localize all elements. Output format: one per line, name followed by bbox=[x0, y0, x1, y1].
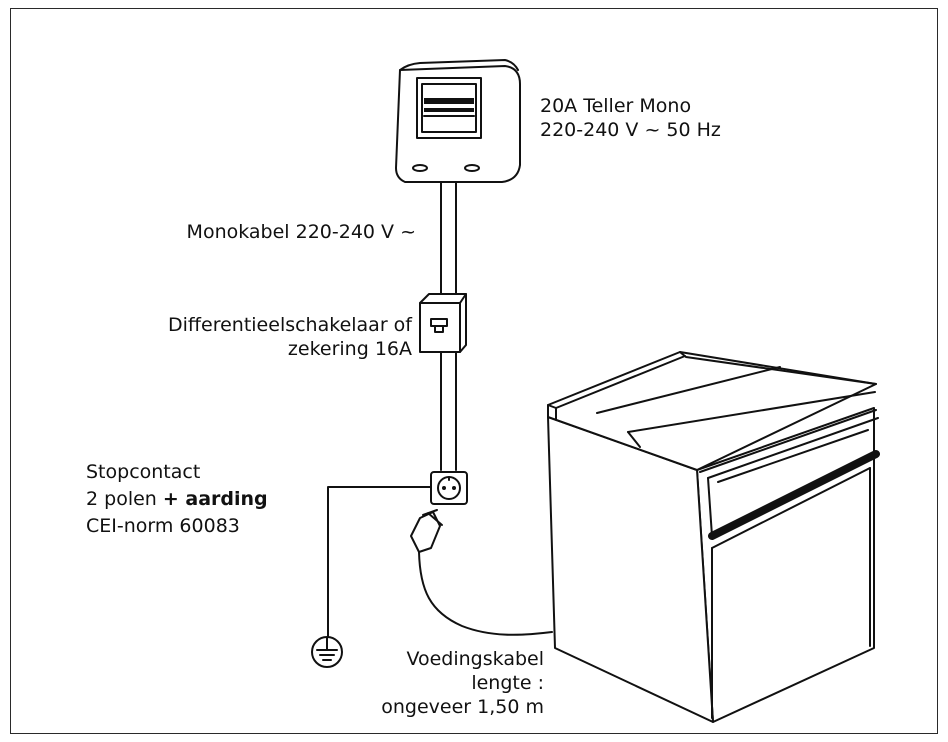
electricity-meter bbox=[395, 59, 521, 183]
cable-label-line1: Voedingskabel bbox=[406, 648, 544, 670]
breaker-label-line2: zekering 16A bbox=[287, 338, 412, 360]
socket-label-line2: 2 polen + aarding bbox=[86, 486, 268, 513]
socket-label-poles: 2 polen bbox=[86, 488, 163, 510]
cable-label-line2: lengte : bbox=[471, 672, 544, 694]
meter-label: 20A Teller Mono 220-240 V ~ 50 Hz bbox=[540, 94, 721, 142]
socket-label: Stopcontact 2 polen + aarding CEI-norm 6… bbox=[86, 459, 268, 540]
cable-label: Voedingskabel lengte : ongeveer 1,50 m bbox=[340, 647, 544, 719]
earth-wire bbox=[327, 486, 432, 641]
cable-label-line3: ongeveer 1,50 m bbox=[381, 696, 544, 718]
differential-breaker bbox=[419, 293, 467, 353]
monocable-label: Monokabel 220-240 V ~ bbox=[186, 221, 416, 243]
power-cable bbox=[418, 551, 553, 636]
socket-label-line1: Stopcontact bbox=[86, 461, 201, 483]
socket-label-earth: + aarding bbox=[162, 488, 268, 510]
socket-label-line3: CEI-norm 60083 bbox=[86, 515, 240, 537]
breaker-label: Differentieelschakelaar of zekering 16A bbox=[100, 313, 412, 361]
ground-symbol bbox=[311, 636, 343, 668]
meter-label-line1: 20A Teller Mono bbox=[540, 95, 692, 117]
diagram-frame bbox=[10, 8, 938, 734]
meter-label-line2: 220-240 V ~ 50 Hz bbox=[540, 119, 721, 141]
oven bbox=[547, 351, 880, 723]
wall-socket bbox=[430, 471, 468, 505]
breaker-label-line1: Differentieelschakelaar of bbox=[168, 314, 412, 336]
monocable bbox=[440, 181, 457, 298]
power-plug bbox=[410, 509, 443, 553]
